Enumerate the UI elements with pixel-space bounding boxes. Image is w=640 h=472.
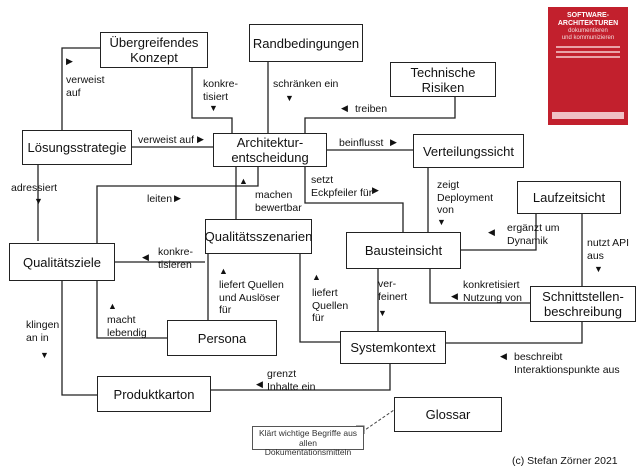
label-liefert-quellen-ausloeser: liefert Quellen und Auslöser für [219,279,284,316]
arrow-down-icon: ▼ [378,308,387,318]
arrow-right-icon: ▶ [66,56,73,66]
label-liefert-quellen-fuer: liefert Quellen für [312,287,349,324]
arrow-left-icon: ◀ [142,252,149,262]
label-verweist-auf-entscheidung: verweist auf [138,134,195,146]
label-zeigt-deployment: zeigt Deployment von [437,179,494,216]
node-qualitaetsszenarien: Qualitätsszenarien [205,219,312,254]
arrow-up-icon: ▲ [312,272,321,282]
edge-risiken-entscheidung [304,97,456,133]
node-qualitaetsziele: Qualitätsziele [9,243,115,281]
node-laufzeitsicht: Laufzeitsicht [517,181,621,214]
arrow-right-icon: ▶ [372,185,379,195]
node-bausteinsicht: Bausteinsicht [346,232,461,269]
book-title: SOFTWARE- ARCHITEKTUREN [557,12,619,27]
label-verfeinert: ver- feinert [378,278,408,303]
label-schraenken-ein: schränken ein [273,78,339,90]
label-verweist-auf-konzept: verweist auf [66,74,105,99]
edge-schnittstellen-baustein [429,269,530,304]
node-loesungsstrategie: Lösungsstrategie [22,130,132,165]
label-konkretisiert: konkre- tisiert [203,78,239,103]
node-uebergreifendes-konzept: Übergreifendes Konzept [100,32,208,68]
edge-systemkontext-produktkarton [211,364,391,391]
label-machen-bewertbar: machen bewertbar [255,189,302,214]
arrow-right-icon: ▶ [174,193,181,203]
edge-strategie-konzept [61,47,100,130]
label-beschreibt: beschreibt Interaktionspunkte aus [514,351,620,376]
arrow-down-icon: ▼ [285,93,294,103]
book-subtitle: dokumentieren und kommunizieren [561,28,615,41]
node-systemkontext: Systemkontext [340,331,446,364]
edge-qualziele-entscheidung [96,167,259,243]
node-schnittstellenbeschreibung: Schnittstellen- beschreibung [530,286,636,322]
arrow-up-icon: ▲ [239,176,248,186]
arrow-left-icon: ◀ [341,103,348,113]
label-beinflusst: beinflusst [339,137,384,149]
node-persona: Persona [167,320,277,356]
arrow-right-icon: ▶ [390,137,397,147]
label-konkretisiert-nutzung: konkretisiert Nutzung von [463,279,522,304]
label-setzt-eckpfeiler: setzt Eckpfeiler für [311,174,373,199]
edge-schnittstellen-systemkontext [446,322,583,344]
edge-qualziele-produktkarton [61,281,97,396]
arrow-left-icon: ◀ [488,227,495,237]
book-cover-image: SOFTWARE- ARCHITEKTUREN dokumentieren un… [548,7,628,125]
label-leiten: leiten [147,193,173,205]
edge-laufzeit-baustein [461,214,537,251]
label-grenzt-inhalte-ein: grenzt Inhalte ein [267,368,316,393]
node-produktkarton: Produktkarton [97,376,211,412]
node-randbedingungen: Randbedingungen [249,24,363,62]
node-technische-risiken: Technische Risiken [390,62,496,97]
edge-konzept-entscheidung [191,68,233,133]
label-adressiert: adressiert [11,182,58,194]
arrow-down-icon: ▼ [34,196,43,206]
book-footer-band [552,112,624,119]
arrow-down-icon: ▼ [209,103,218,113]
arrow-up-icon: ▲ [219,266,228,276]
node-glossar: Glossar [394,397,502,432]
glossar-note: Klärt wichtige Begriffe aus allen Dokume… [252,426,364,457]
edge-persona-qualziele [96,281,167,339]
label-ergaenzt-um-dynamik: ergänzt um Dynamik [507,222,560,247]
node-architekturentscheidung: Architektur- entscheidung [213,133,327,167]
label-konkretisieren: konkre- tisieren [158,246,194,271]
label-nutzt-api-aus: nutzt API aus [587,237,630,262]
arrow-left-icon: ◀ [256,379,263,389]
arrow-left-icon: ◀ [500,351,507,361]
label-treiben: treiben [355,103,388,115]
node-verteilungssicht: Verteilungssicht [413,134,524,168]
arrow-down-icon: ▼ [40,350,49,360]
arrow-right-icon: ▶ [197,134,204,144]
edge-entscheidung-baustein [304,167,404,232]
arrow-up-icon: ▲ [108,301,117,311]
arrow-down-icon: ▼ [437,217,446,227]
arrow-left-icon: ◀ [451,291,458,301]
label-klingen-an-in: klingen an in [26,319,60,344]
label-macht-lebendig: macht lebendig [107,314,147,339]
note-connector [361,409,395,433]
copyright-text: (c) Stefan Zörner 2021 [512,455,618,467]
arrow-down-icon: ▼ [594,264,603,274]
book-blurb-lines [552,46,624,58]
